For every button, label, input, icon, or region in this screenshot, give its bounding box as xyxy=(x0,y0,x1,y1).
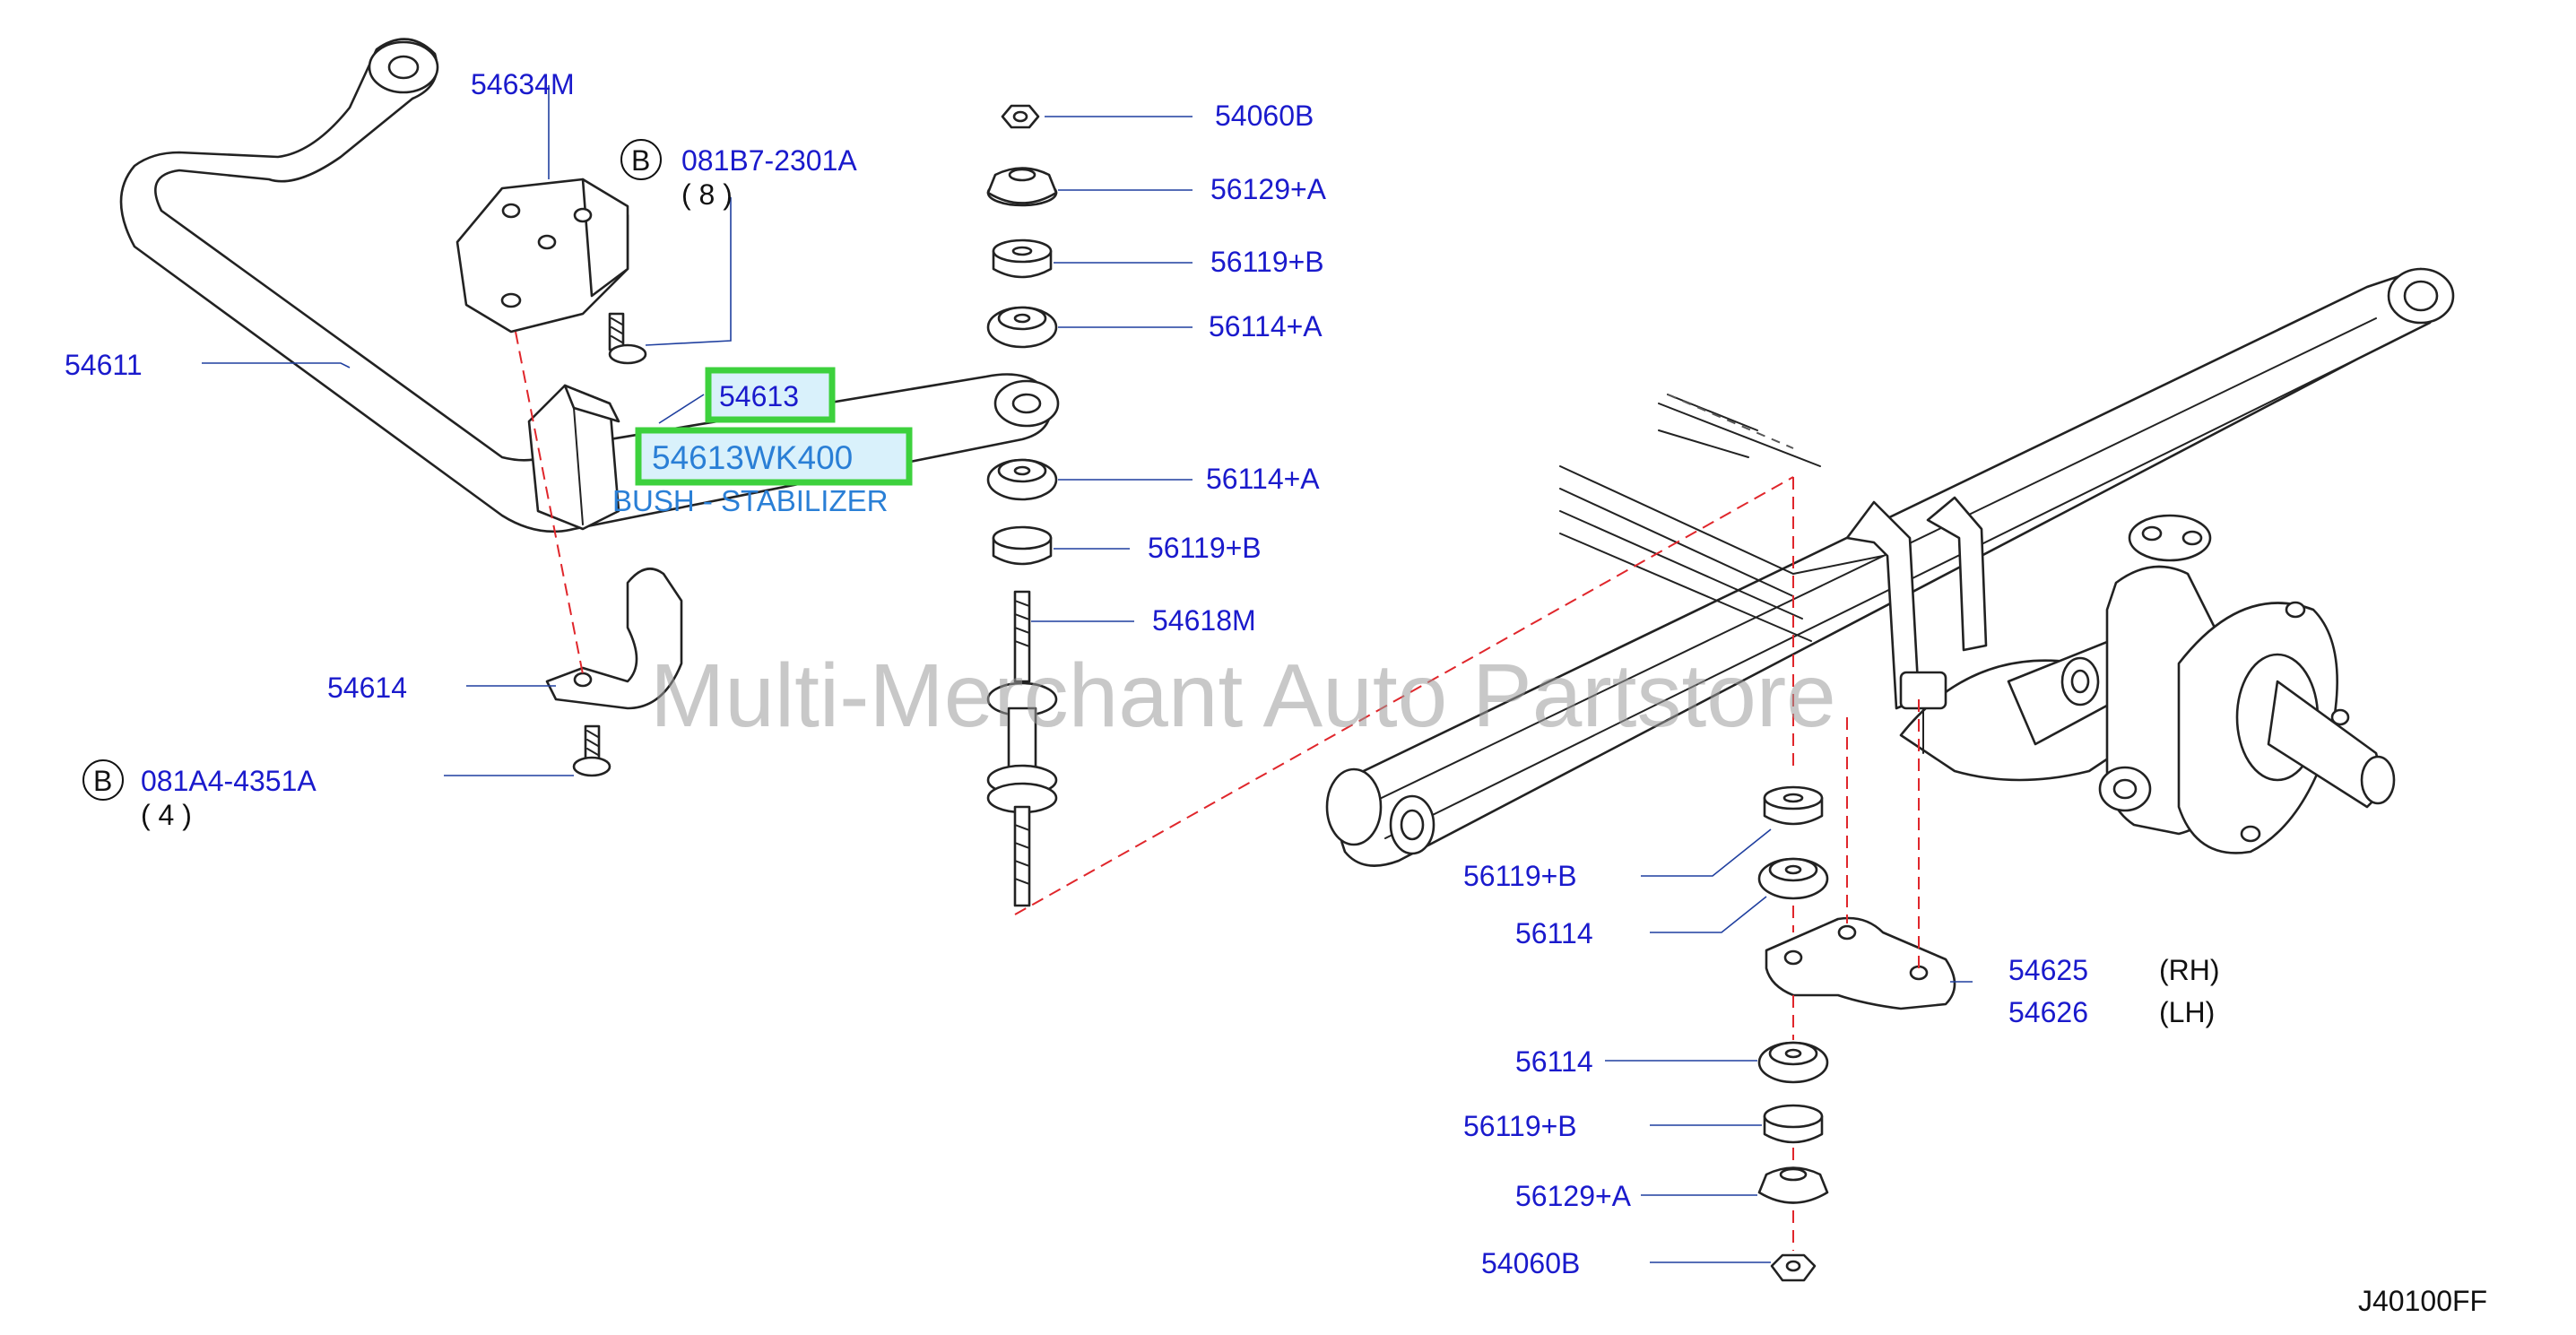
lower-stack-illustration xyxy=(1757,785,1956,1282)
link-stack-illustration xyxy=(986,104,1058,907)
diagram-code: J40100FF xyxy=(2358,1285,2487,1317)
part-labels: 54634M B 081B7-2301A ( 8 ) 54611 54613 5… xyxy=(65,68,2487,1317)
label-54613WK400[interactable]: 54613WK400 xyxy=(652,439,853,476)
label-081A4-4351A[interactable]: 081A4-4351A xyxy=(141,765,317,797)
label-rh: (RH) xyxy=(2159,954,2220,986)
label-56129A-top[interactable]: 56129+A xyxy=(1210,173,1327,205)
leaf-spring-illustration xyxy=(1325,267,2455,867)
qty-081B7: ( 8 ) xyxy=(681,178,733,211)
label-56129A-bot[interactable]: 56129+A xyxy=(1515,1180,1632,1212)
bolt-marker-b-2: B xyxy=(93,765,112,797)
label-54618M[interactable]: 54618M xyxy=(1152,604,1256,637)
label-54613[interactable]: 54613 xyxy=(719,380,799,412)
label-lh: (LH) xyxy=(2159,996,2215,1028)
label-54060B-bot[interactable]: 54060B xyxy=(1481,1247,1580,1279)
leader-lines xyxy=(202,85,1973,1263)
highlight-box-54613 xyxy=(705,367,836,423)
bolt-marker-circle-1 xyxy=(620,139,662,180)
label-54060B-top[interactable]: 54060B xyxy=(1215,100,1314,132)
label-bush-stabilizer: BUSH - STABILIZER xyxy=(612,484,888,517)
label-54614[interactable]: 54614 xyxy=(327,672,407,704)
label-54611[interactable]: 54611 xyxy=(65,349,143,381)
assembly-dashed-lines xyxy=(515,331,1920,1251)
label-56114A-1[interactable]: 56114+A xyxy=(1209,310,1323,342)
qty-081A4: ( 4 ) xyxy=(141,799,192,831)
label-56114A-2[interactable]: 56114+A xyxy=(1206,463,1320,495)
label-54634M[interactable]: 54634M xyxy=(471,68,575,100)
watermark: Multi-Merchant Auto Partstore xyxy=(650,646,1836,746)
label-56119B-1[interactable]: 56119+B xyxy=(1210,246,1324,278)
label-56119B-2[interactable]: 56119+B xyxy=(1148,532,1262,564)
label-081B7-2301A[interactable]: 081B7-2301A xyxy=(681,144,857,177)
bolt-marker-circle-2 xyxy=(82,759,124,801)
label-56114-1[interactable]: 56114 xyxy=(1515,917,1593,949)
label-56119B-4[interactable]: 56119+B xyxy=(1463,1110,1577,1142)
label-54626[interactable]: 54626 xyxy=(2008,996,2088,1028)
label-54625[interactable]: 54625 xyxy=(2008,954,2088,986)
label-56119B-3[interactable]: 56119+B xyxy=(1463,860,1577,892)
label-56114-2[interactable]: 56114 xyxy=(1515,1045,1593,1078)
bolt-marker-b-1: B xyxy=(631,144,650,177)
highlight-box-54613WK400 xyxy=(635,427,913,486)
